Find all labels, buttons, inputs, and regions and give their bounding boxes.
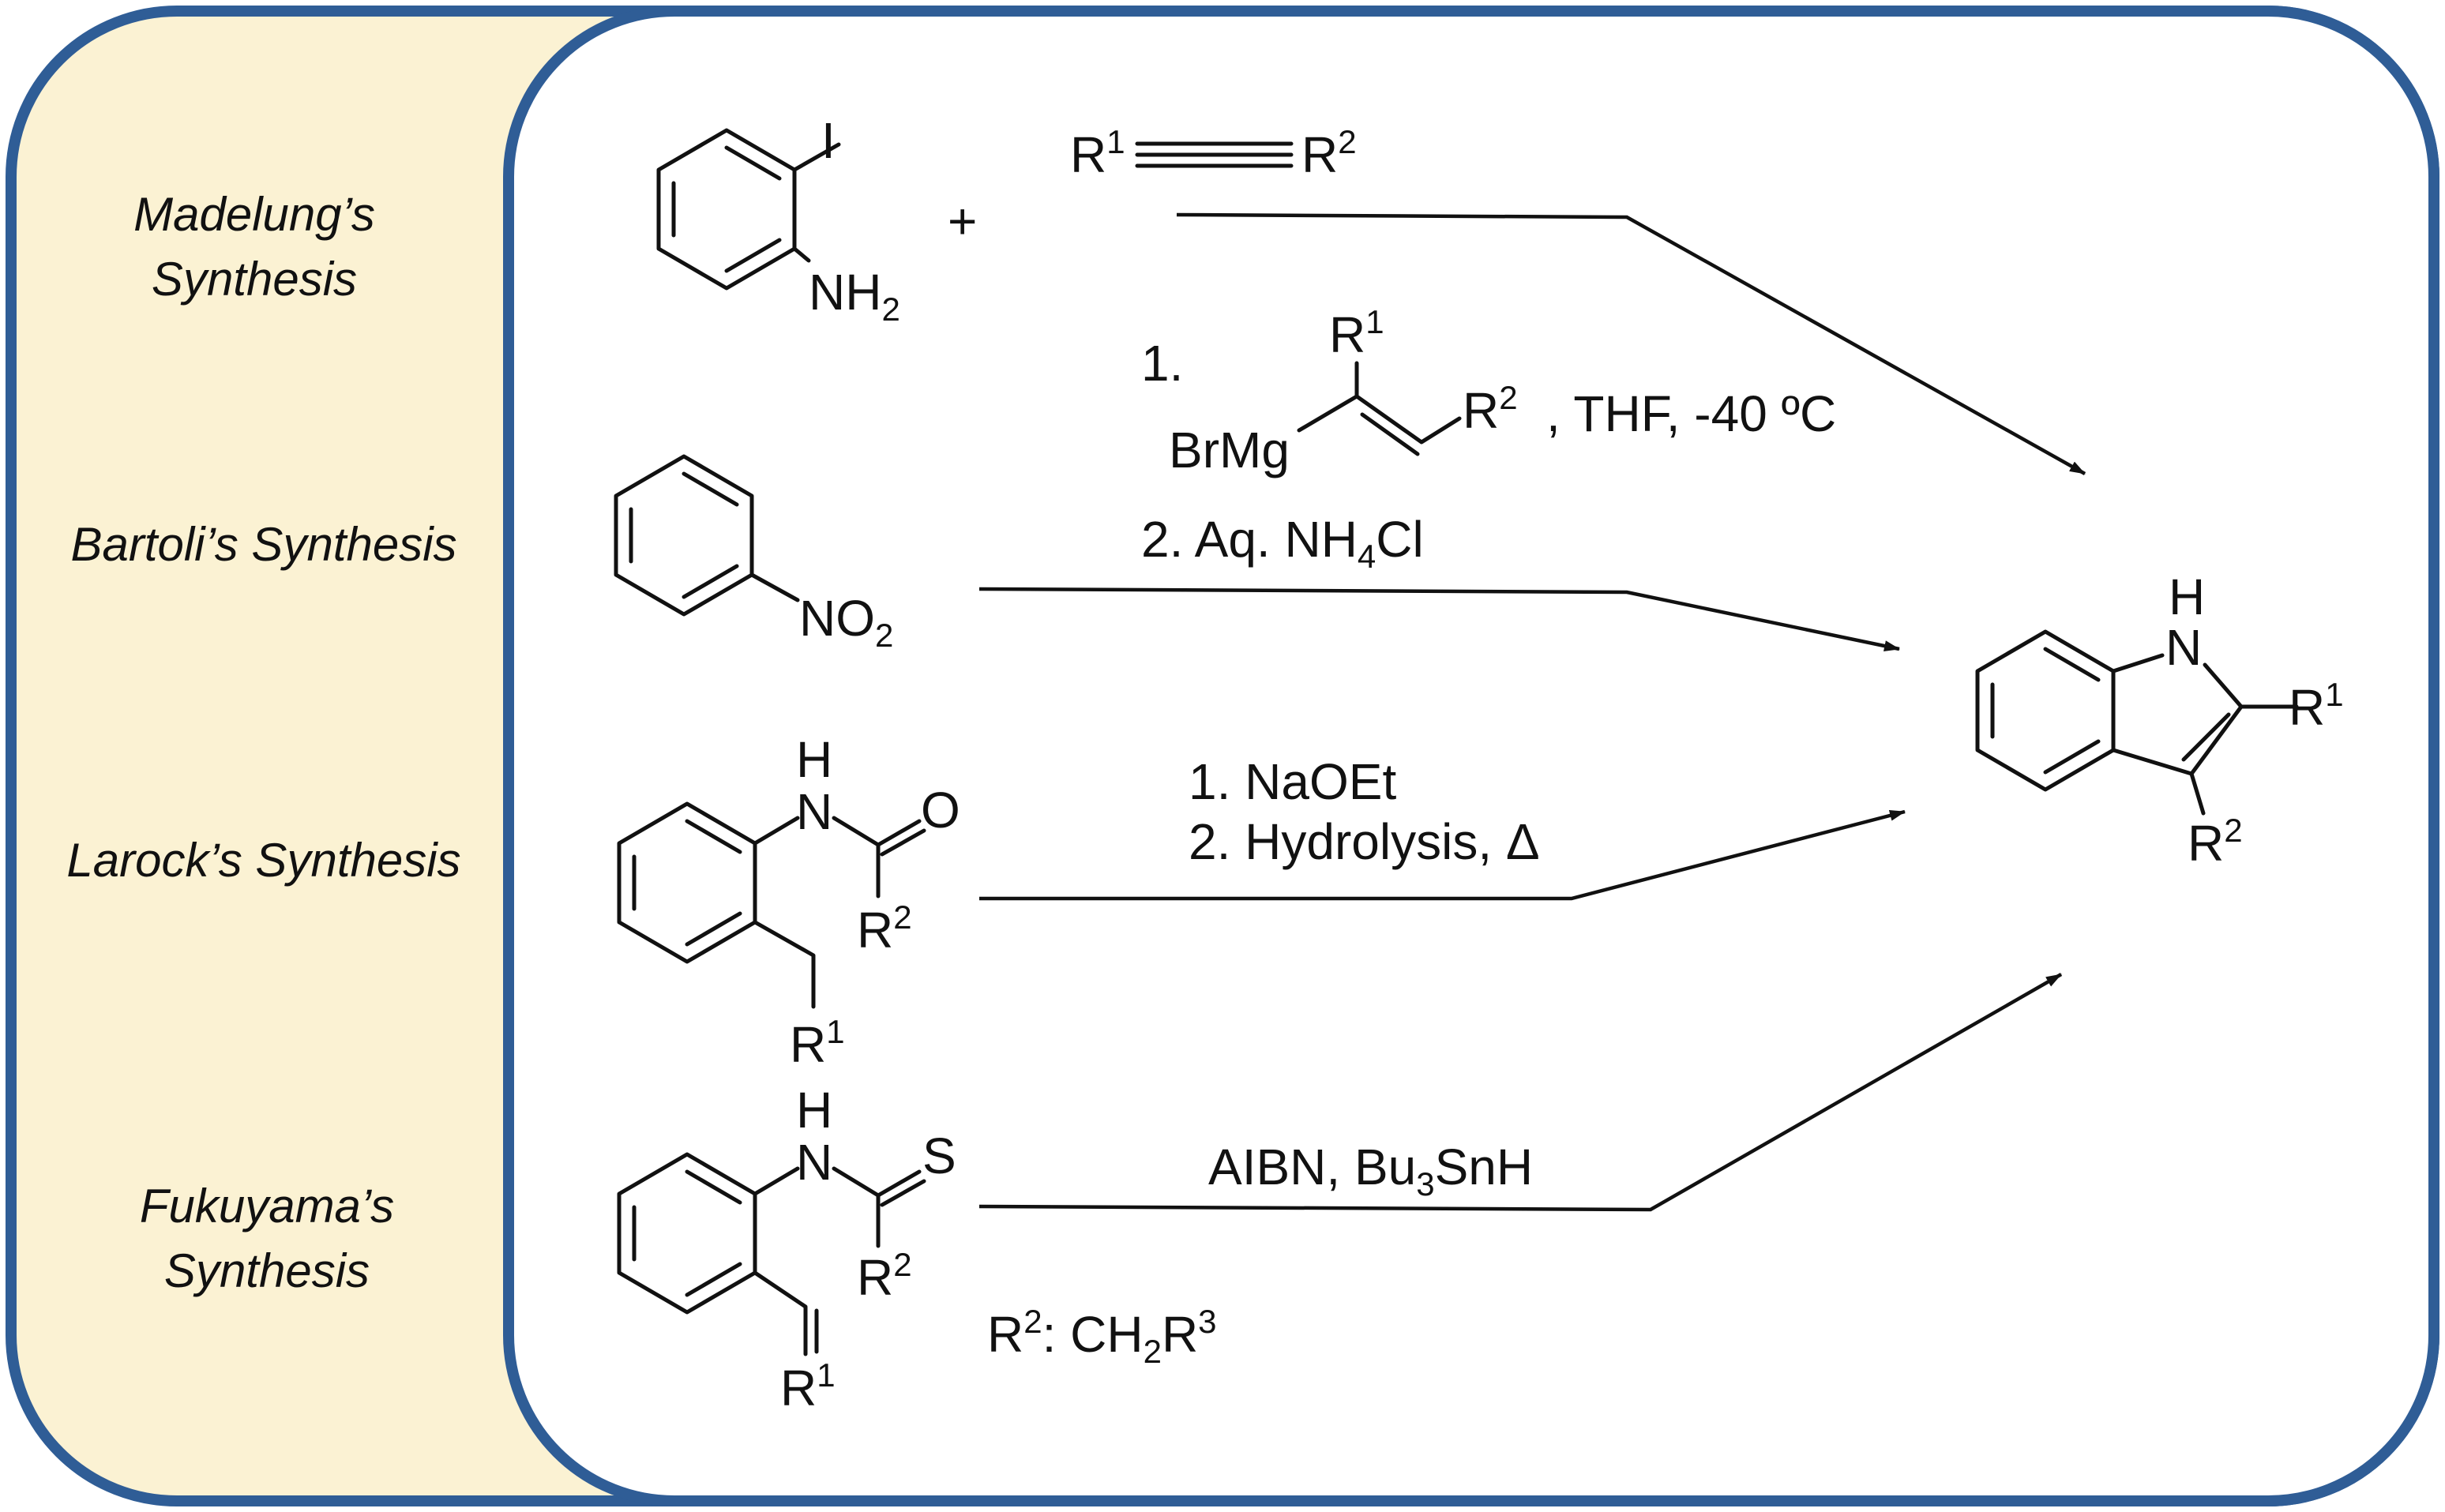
indole-n-label: N [2165,619,2202,676]
fukuyama-conditions: AIBN, Bu3SnH R2: CH2R3 [987,1139,1533,1370]
indole-product-structure: H N R1 R2 [1975,568,2344,872]
alkyne-r1-label: R1 [1070,123,1125,183]
indole-r2-label: R2 [2188,812,2243,872]
plus-sign: + [948,193,977,249]
madelung-label-line2: Synthesis [152,253,357,306]
bartoli-step1-number: 1. [1141,335,1183,392]
fukuyama-nh-n-label: N [796,1134,832,1191]
larock-step1: 1. NaOEt [1189,753,1396,810]
larock-substrate-structure: H N O R2 R1 [617,731,960,1073]
larock-conditions: 1. NaOEt 2. Hydrolysis, Δ [1189,753,1540,870]
fukuyama-r2-label: R2 [857,1246,912,1306]
bartoli-temperature: , THF, -40 ºC [1546,385,1836,442]
alkyne-r2-label: R2 [1301,123,1357,183]
madelung-arrow [1176,212,2086,475]
fukuyama-nh-h-label: H [796,1082,832,1139]
iodoaniline-structure: I NH2 [656,112,900,328]
alkyne-structure: R1 R2 [1070,123,1357,183]
fukuyama-substrate-structure: H N S R2 R1 [617,1082,956,1416]
fukuyama-reagents: AIBN, Bu3SnH [1208,1139,1533,1202]
larock-arrow [979,809,1906,901]
fukuyama-r2-note: R2: CH2R3 [987,1303,1217,1370]
bartoli-arrow [978,587,1900,651]
larock-oxygen-label: O [921,782,960,839]
iodo-label: I [821,112,836,169]
sidebar: Madelung’s Synthesis Bartoli’s Synthesis… [66,188,460,1297]
reaction-arrows [978,212,2086,1212]
inner-panel [503,6,2439,1506]
amine-label: NH2 [809,264,900,328]
larock-r1-label: R1 [790,1013,845,1073]
vinyl-r2-label: R2 [1463,379,1518,439]
vinyl-r1-label: R1 [1329,303,1384,363]
nitro-label: NO2 [799,590,893,654]
indole-r1-label: R1 [2289,676,2344,736]
madelung-label-line1: Madelung’s [133,188,375,241]
fukuyama-r1-label: R1 [780,1356,836,1416]
larock-nh-n-label: N [796,783,832,840]
brmg-label: BrMg [1169,422,1290,478]
fukuyama-label-line2: Synthesis [164,1244,370,1297]
fukuyama-arrow [978,973,2063,1212]
nitrobenzene-structure: NO2 [614,454,893,654]
larock-r2-label: R2 [857,899,912,959]
fukuyama-sulfur-label: S [922,1127,956,1184]
bartoli-step2: 2. Aq. NH4Cl [1141,511,1424,575]
larock-label: Larock’s Synthesis [66,834,460,887]
indole-h-label: H [2169,568,2205,625]
frame [6,6,2439,1506]
bartoli-conditions: 1. R1 BrMg R2 , THF, -40 ºC 2. Aq. NH4Cl [1141,303,1836,575]
larock-nh-h-label: H [796,731,832,788]
larock-step2: 2. Hydrolysis, Δ [1189,813,1540,870]
fukuyama-label-line1: Fukuyama’s [140,1180,394,1232]
bartoli-label: Bartoli’s Synthesis [70,518,456,571]
